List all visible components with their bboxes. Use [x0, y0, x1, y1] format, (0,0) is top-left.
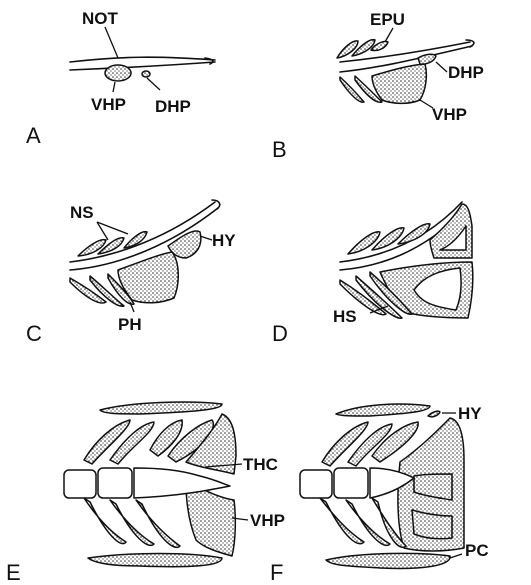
hypural-f — [428, 411, 440, 417]
panel-d: HS D — [272, 202, 473, 346]
panel-c: NS HY PH C — [26, 200, 236, 346]
panel-letter-a: A — [26, 123, 41, 148]
label-vhp-b: VHP — [432, 105, 467, 124]
dorsal-cartilage-e — [100, 402, 222, 414]
panel-letter-d: D — [272, 321, 288, 346]
label-hy-c: HY — [212, 231, 236, 250]
panel-letter-e: E — [6, 560, 21, 585]
label-pc-f: PC — [465, 541, 489, 560]
label-epu-b: EPU — [370, 10, 405, 29]
label-not-a: NOT — [82, 9, 119, 28]
label-thc-e: THC — [243, 455, 278, 474]
vertebra-f1 — [300, 470, 332, 498]
panel-letter-c: C — [26, 321, 42, 346]
panel-e: THC VHP E — [6, 402, 285, 585]
dorsal-cartilage-f — [336, 404, 430, 416]
panel-b: EPU DHP VHP B — [272, 10, 484, 162]
ventral-hypural-plate-e — [186, 482, 235, 556]
label-vhp-a: VHP — [91, 95, 126, 114]
panel-a: NOT VHP DHP A — [26, 9, 215, 148]
hypural-c — [168, 231, 201, 258]
ventral-cartilage-e — [88, 554, 222, 567]
leader-dhp-a — [147, 78, 160, 90]
neural-spine-d3 — [398, 224, 430, 244]
haemal-spine-e1 — [84, 498, 126, 544]
panel-f: HY PC F — [270, 404, 489, 585]
vertebra-f2 — [334, 468, 368, 498]
dorsal-hypural-plate-b — [418, 54, 436, 64]
haemal-spine-f1 — [320, 498, 364, 544]
ventral-hypural-plate-b — [372, 64, 426, 103]
label-hs-d: HS — [333, 307, 357, 326]
label-ns-c: NS — [70, 203, 94, 222]
leader-pc-f — [450, 554, 462, 558]
label-vhp-e: VHP — [250, 511, 285, 530]
vertebra-e2 — [98, 468, 132, 498]
dorsal-hypural-plate-a — [142, 71, 150, 77]
panel-letter-b: B — [272, 137, 287, 162]
label-ph-c: PH — [118, 315, 142, 334]
leader-epu-b — [385, 28, 393, 42]
notochord — [70, 57, 215, 70]
neural-spine-d1 — [348, 232, 380, 254]
leader-vhp-a — [113, 82, 115, 92]
terminal-centrum-e — [134, 468, 230, 498]
leader-hy-c — [200, 236, 212, 240]
leader-not-a — [105, 27, 118, 58]
label-dhp-b: DHP — [448, 63, 484, 82]
panel-letter-f: F — [270, 560, 283, 585]
label-dhp-a: DHP — [155, 97, 191, 116]
vertebra-e1 — [64, 470, 96, 498]
leader-dhp-b — [436, 62, 447, 72]
ventral-cartilage-f — [326, 553, 450, 568]
leader-ns-c2 — [97, 222, 128, 234]
ventral-hypural-plate-a — [105, 65, 131, 81]
label-hy-f: HY — [458, 404, 482, 423]
